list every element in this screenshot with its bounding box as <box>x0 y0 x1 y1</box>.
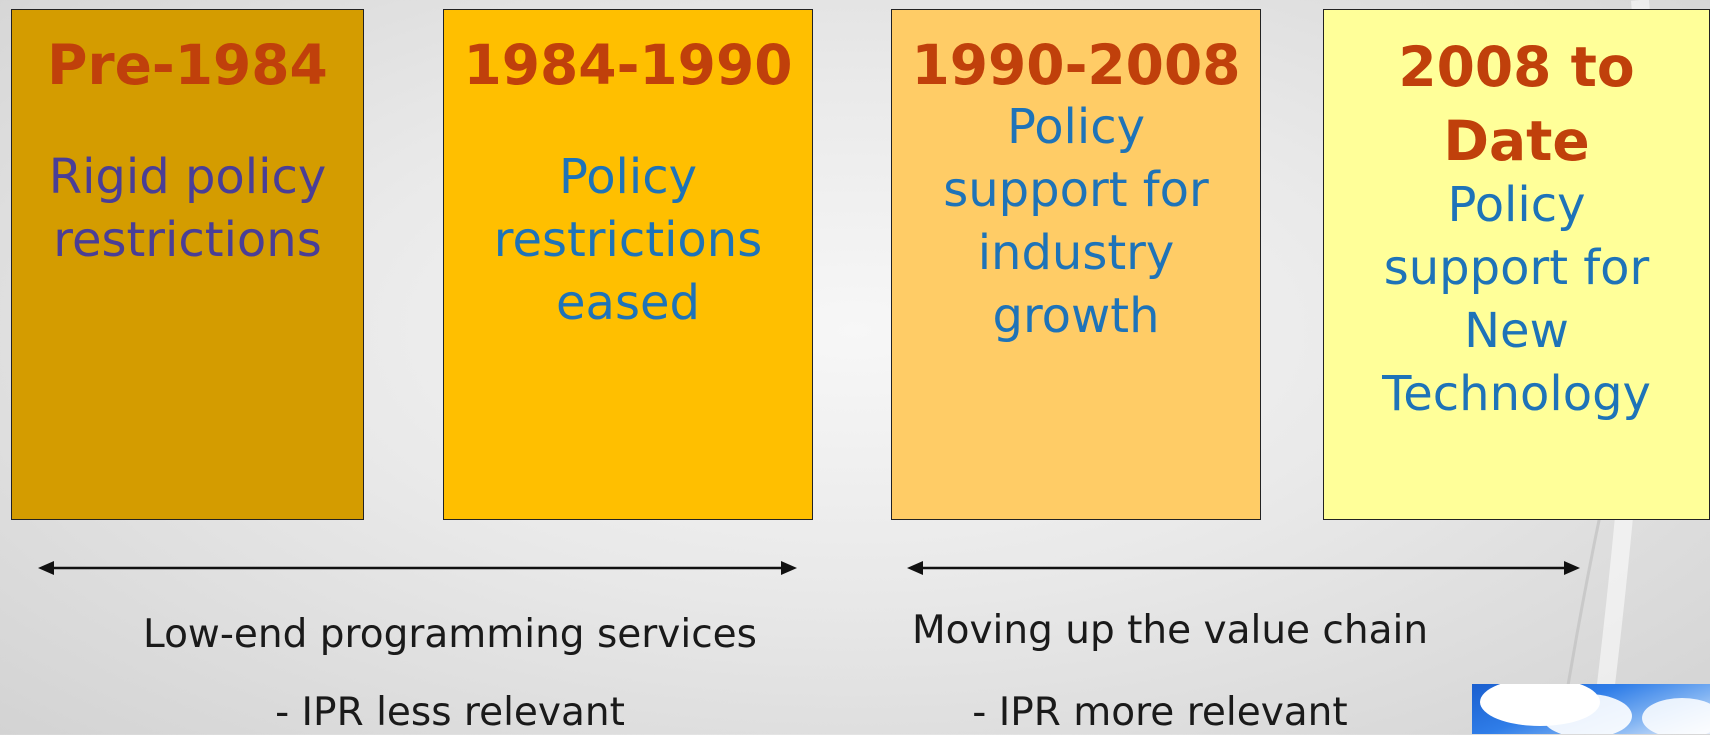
phase-title-low-end: Low-end programming services <box>143 612 757 657</box>
description-line: support for <box>943 162 1209 218</box>
description-line: Policy <box>1447 177 1586 233</box>
period-label: 1984-1990 <box>463 33 793 97</box>
period-description: Rigid policy restrictions <box>12 146 363 272</box>
period-description: Policy restrictions eased <box>444 146 812 335</box>
period-label: Pre-1984 <box>47 33 328 97</box>
period-label-line: 2008 to <box>1398 35 1635 99</box>
phase-arrow-left <box>38 561 797 575</box>
phase-title-value-chain: Moving up the value chain <box>911 608 1429 653</box>
period-box-pre-1984: Pre-1984 Rigid policy restrictions <box>11 9 364 520</box>
period-box-1990-2008: 1990-2008 Policy support for industry gr… <box>891 9 1261 520</box>
description-line: support for <box>1383 240 1650 296</box>
period-label: 2008 to Date <box>1324 30 1709 178</box>
description-line: restrictions <box>493 212 763 268</box>
description-line: Policy <box>558 149 698 205</box>
period-box-1984-1990: 1984-1990 Policy restrictions eased <box>443 9 813 520</box>
description-line: Technology <box>1382 366 1651 422</box>
phase-arrow-right <box>907 561 1580 575</box>
description-line: Policy <box>1006 99 1146 155</box>
description-line: eased <box>556 275 700 331</box>
phase-note-ipr-more: - IPR more relevant <box>972 690 1348 735</box>
description-line: growth <box>992 288 1160 344</box>
description-line: Rigid policy <box>48 149 327 205</box>
description-line: industry <box>977 225 1175 281</box>
period-label-line: Date <box>1443 109 1590 173</box>
period-box-2008-to-date: 2008 to Date Policy support for New Tech… <box>1323 9 1710 520</box>
description-line: New <box>1464 303 1569 359</box>
period-description: Policy support for industry growth <box>892 96 1260 348</box>
description-line: restrictions <box>53 212 322 268</box>
phase-note-ipr-less: - IPR less relevant <box>275 690 625 735</box>
sky-image <box>1472 684 1710 734</box>
period-description: Policy support for New Technology <box>1324 174 1709 426</box>
period-label: 1990-2008 <box>911 33 1241 97</box>
